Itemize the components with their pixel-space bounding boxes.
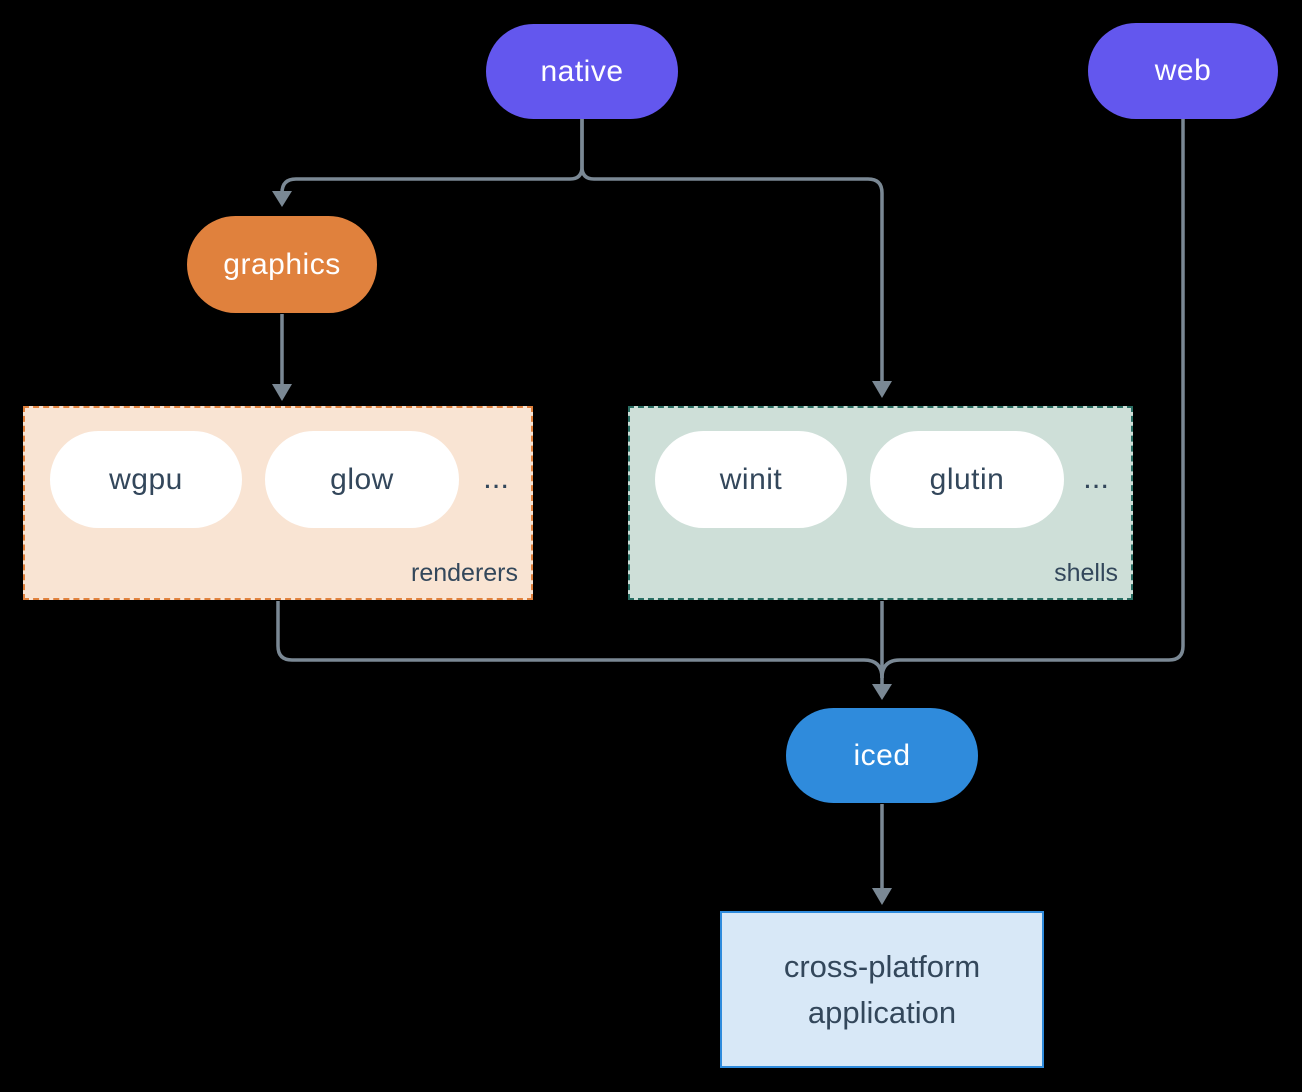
node-glutin-label: glutin [929, 462, 1005, 496]
node-iced: iced [786, 708, 978, 803]
node-graphics: graphics [187, 216, 377, 313]
node-native-label: native [540, 54, 624, 88]
arrowhead-renderers [272, 384, 292, 401]
node-graphics-label: graphics [223, 247, 341, 281]
node-glow-label: glow [330, 462, 394, 496]
node-native: native [486, 24, 678, 119]
node-glutin: glutin [870, 431, 1064, 528]
arrowhead-graphics [272, 191, 292, 207]
node-web-label: web [1154, 54, 1212, 87]
node-glow: glow [265, 431, 459, 528]
group-renderers: wgpu glow ... renderers [23, 406, 533, 600]
group-shells: winit glutin ... shells [628, 406, 1133, 600]
node-iced-label: iced [853, 738, 911, 772]
edge-renderers-to-merge [276, 601, 884, 679]
shells-ellipsis: ... [1083, 460, 1109, 495]
edge-native-to-shells [580, 118, 884, 383]
node-wgpu: wgpu [50, 431, 242, 528]
application-label-line2: application [807, 994, 957, 1030]
renderers-ellipsis: ... [483, 460, 509, 495]
edge-native-to-graphics [280, 118, 584, 194]
node-cross-platform-application: cross-platform application [720, 911, 1044, 1068]
node-winit: winit [655, 431, 847, 528]
shells-group-label: shells [1054, 559, 1118, 587]
application-label-line1: cross-platform [783, 948, 981, 984]
edge-web-to-merge [880, 118, 1185, 679]
node-web: web [1088, 23, 1278, 119]
arrowhead-iced [872, 684, 892, 700]
renderers-group-label: renderers [411, 559, 518, 587]
arrowhead-shells [872, 381, 892, 398]
node-winit-label: winit [719, 462, 783, 496]
arrowhead-application [872, 888, 892, 905]
node-wgpu-label: wgpu [109, 462, 183, 496]
